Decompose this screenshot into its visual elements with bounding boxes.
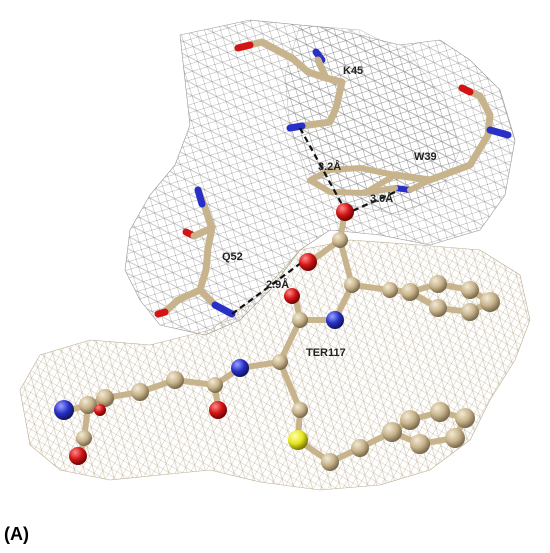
atom-carbon	[430, 402, 450, 422]
atom-carbon	[382, 282, 398, 298]
hbond-q52	[231, 259, 306, 315]
distance-label-k45: 3.2Å	[318, 160, 341, 173]
atom-carbon	[410, 434, 430, 454]
hbond-k45	[299, 127, 346, 211]
atom-carbon	[455, 408, 475, 428]
label-ter117: TER117	[306, 347, 346, 359]
atom-carbon	[272, 354, 288, 370]
atom-carbon	[292, 312, 308, 328]
atom-carbon	[429, 299, 447, 317]
atom-carbon	[131, 383, 149, 401]
atom-carbon	[76, 430, 92, 446]
atom-carbon	[382, 422, 402, 442]
distance-label-w39: 3.0Å	[370, 192, 393, 205]
residue-w39	[307, 84, 512, 196]
atom-carbon	[401, 283, 419, 301]
labels: K45 W39 Q52 TER117 3.2Å 3.0Å 2.9Å (A)	[4, 65, 437, 544]
atom-nitrogen	[54, 400, 74, 420]
atom-carbon	[332, 232, 348, 248]
atom-carbon	[207, 377, 223, 393]
atom-carbon	[429, 275, 447, 293]
atom-oxygen	[299, 253, 317, 271]
atom-carbon	[292, 402, 308, 418]
atom-sulfur	[288, 430, 308, 450]
hydrogen-bonds	[231, 127, 396, 315]
atom-oxygen	[209, 401, 227, 419]
label-w39: W39	[414, 151, 437, 163]
atom-carbon	[351, 439, 369, 457]
atom-carbon	[166, 371, 184, 389]
residue-q52	[154, 186, 236, 318]
atom-carbon	[461, 303, 479, 321]
atom-carbon	[461, 281, 479, 299]
atom-carbon	[480, 292, 500, 312]
atom-carbon	[344, 277, 360, 293]
atom-oxygen	[284, 288, 300, 304]
atom-oxygen	[336, 203, 354, 221]
hbond-w39	[349, 190, 396, 214]
label-k45: K45	[343, 65, 363, 77]
atom-oxygen	[94, 404, 106, 416]
ligand-ter117-atoms	[54, 203, 500, 471]
atom-carbon	[79, 396, 97, 414]
atom-oxygen	[69, 447, 87, 465]
atom-carbon	[400, 410, 420, 430]
panel-label: (A)	[4, 524, 29, 544]
label-q52: Q52	[222, 251, 243, 263]
atom-nitrogen	[326, 311, 344, 329]
atom-nitrogen	[231, 359, 249, 377]
atom-carbon	[445, 428, 465, 448]
residue-k45	[234, 38, 346, 132]
atom-carbon	[321, 453, 339, 471]
atom-carbon	[96, 389, 114, 407]
distance-label-q52: 2.9Å	[266, 278, 289, 291]
